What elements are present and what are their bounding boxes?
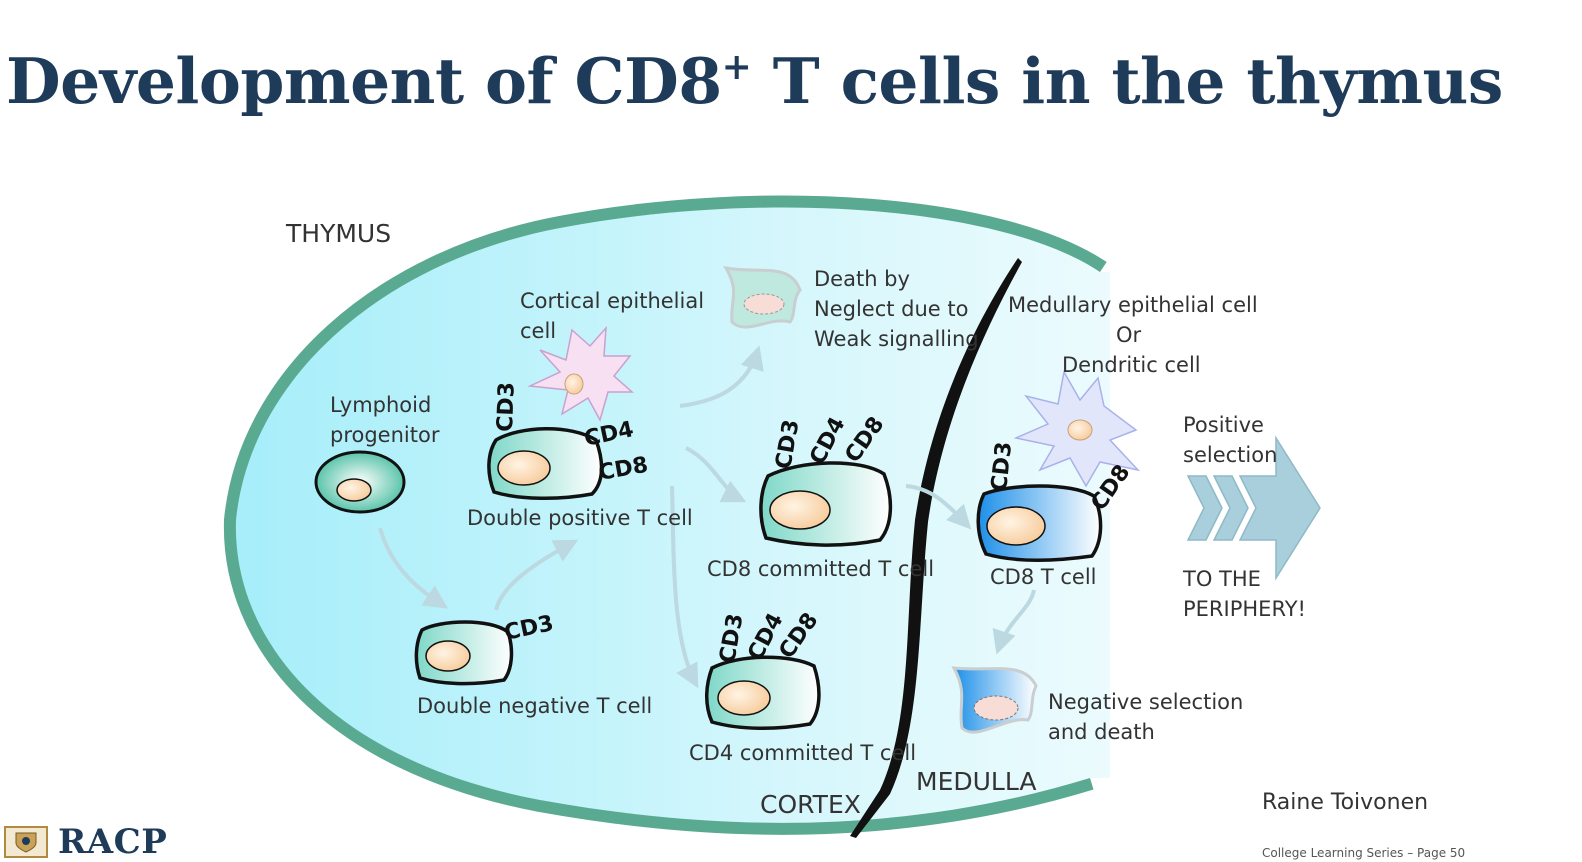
lymphoid-progenitor-cell (314, 450, 406, 514)
slide-title: Development of CD8+ T cells in the thymu… (6, 44, 1503, 118)
cd8-committed-t-cell: CD3 CD4 CD8 (759, 412, 893, 547)
svg-text:CD3: CD3 (493, 382, 520, 433)
cortical-label-line2: cell (520, 319, 556, 343)
cd4-committed-label: CD4 committed T cell (689, 741, 916, 765)
medullary-dendritic-cell (1013, 369, 1141, 488)
cortical-epithelial-cell (527, 325, 634, 422)
double-positive-label: Double positive T cell (467, 506, 693, 530)
periphery-label-line2: PERIPHERY! (1183, 597, 1306, 621)
title-superscript: + (721, 46, 752, 88)
death-label-line1: Death by (814, 267, 910, 291)
flow-arrows (378, 345, 1036, 689)
cortical-label-line1: Cortical epithelial (520, 289, 704, 313)
dying-cell-neglect (723, 265, 802, 329)
negative-label-line1: Negative selection (1048, 690, 1243, 714)
death-label-line2: Neglect due to (814, 297, 969, 321)
cortex-label: CORTEX (760, 790, 861, 819)
title-main: Development of CD8 (6, 44, 722, 118)
medullary-label-line3: Dendritic cell (1062, 353, 1201, 377)
cd4-committed-t-cell: CD3 CD4 CD8 (705, 608, 823, 730)
negative-label-line2: and death (1048, 720, 1155, 744)
dying-cell-negative-selection (951, 666, 1038, 734)
double-negative-label: Double negative T cell (417, 694, 652, 718)
lymphoid-label-line2: progenitor (330, 423, 440, 447)
cd3-receptor: CD3 (493, 382, 520, 433)
periphery-label-line1: TO THE (1182, 567, 1261, 591)
svg-text:CD3: CD3 (987, 441, 1017, 493)
medullary-label-line1: Medullary epithelial cell (1008, 293, 1258, 317)
positive-label-line1: Positive (1183, 413, 1264, 437)
death-label-line3: Weak signalling (814, 327, 979, 351)
positive-selection-arrow (1186, 435, 1321, 581)
cd8-t-cell-label: CD8 T cell (990, 565, 1097, 589)
racp-logo: RACP (4, 822, 167, 862)
double-negative-t-cell: CD3 (414, 611, 556, 686)
lymphoid-label-line1: Lymphoid (330, 393, 431, 417)
medullary-label-line2: Or (1116, 323, 1142, 347)
thymus-label: THYMUS (285, 219, 391, 248)
cd8-committed-label: CD8 committed T cell (707, 557, 934, 581)
footer-note: College Learning Series – Page 50 (1262, 846, 1466, 860)
crest-icon (4, 826, 48, 858)
logo-text: RACP (58, 822, 168, 862)
double-positive-t-cell: CD3 CD4 CD8 (487, 382, 650, 500)
author-name: Raine Toivonen (1262, 790, 1429, 815)
positive-label-line2: selection (1183, 443, 1277, 467)
medulla-label: MEDULLA (916, 767, 1036, 796)
title-rest: T cells in the thymus (751, 44, 1504, 118)
cd3-receptor: CD3 (987, 441, 1017, 493)
